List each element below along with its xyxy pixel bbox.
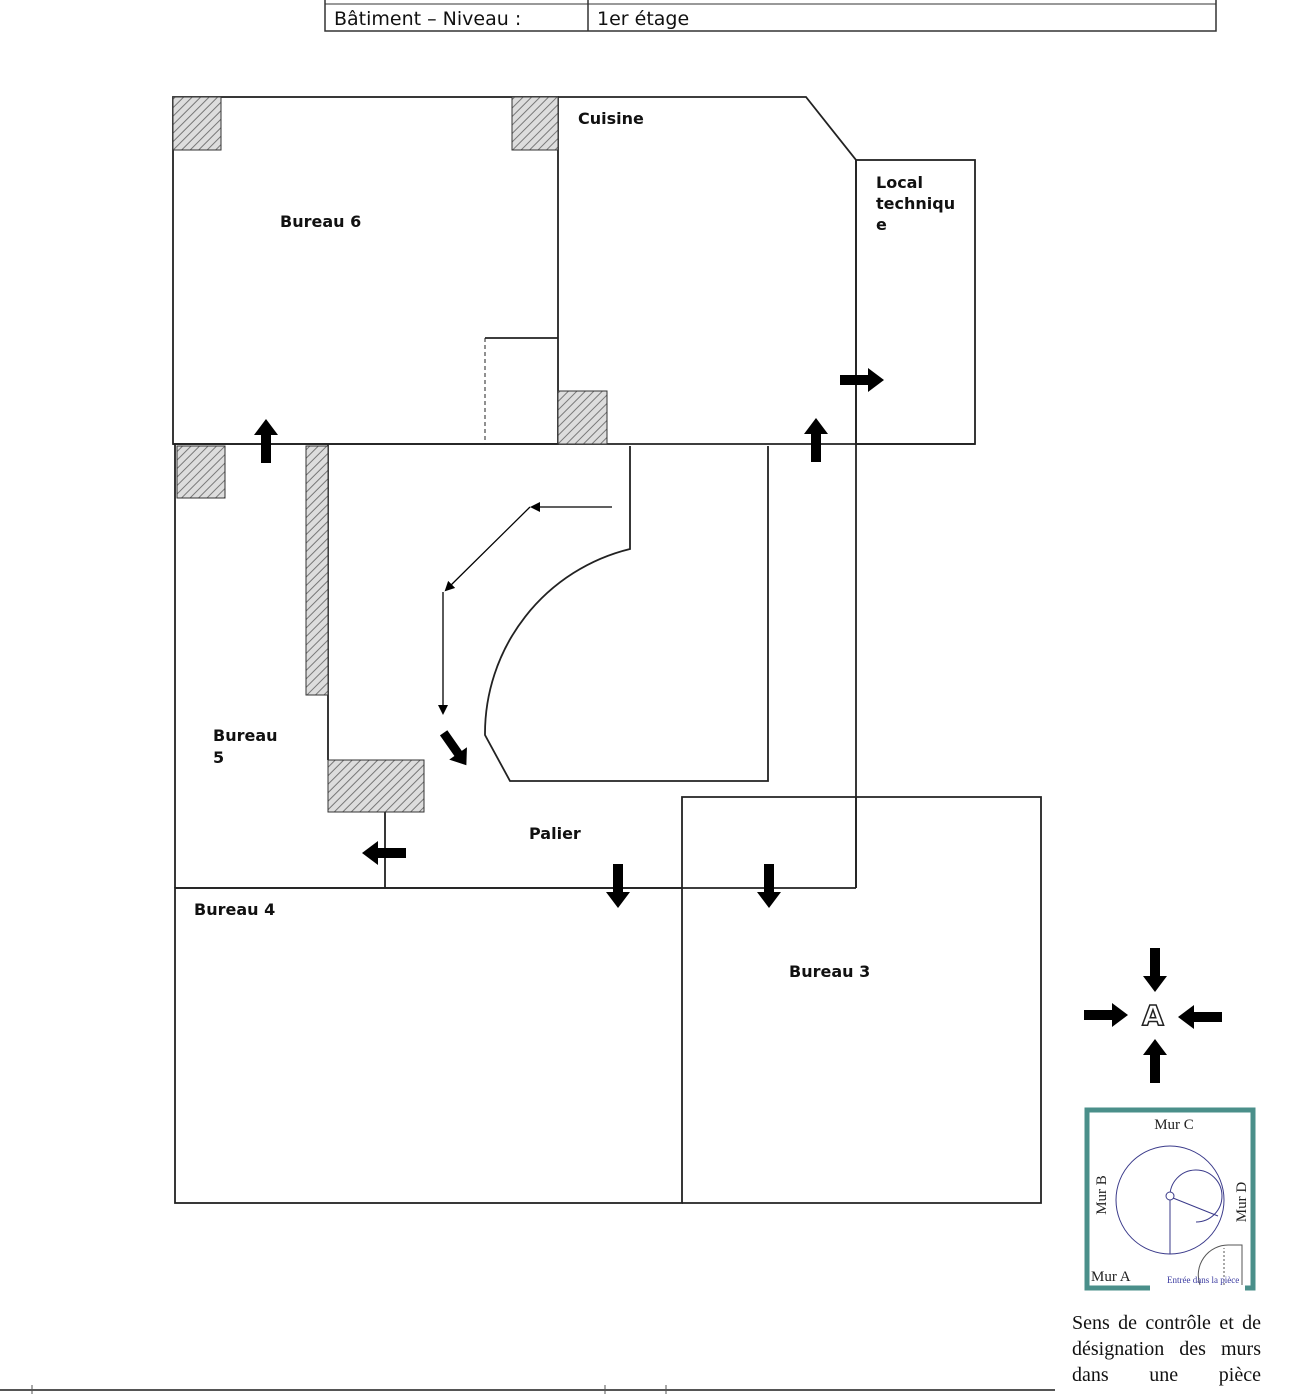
arrow-up-icon — [254, 419, 278, 463]
header-table: Bâtiment – Niveau : 1er étage — [324, 0, 1217, 32]
walls — [172, 96, 1042, 1204]
room-local-technique-1: Local — [876, 173, 923, 192]
room-bureau-5-2: 5 — [213, 748, 224, 767]
arrow-down-icon — [757, 864, 781, 908]
staircase — [484, 446, 769, 782]
room-bureau-5-1: Bureau — [213, 726, 278, 745]
room-bureau-4: Bureau 4 — [194, 900, 275, 919]
header-label: Bâtiment – Niveau : — [334, 8, 521, 30]
legend-mur-b: Mur B — [1094, 1175, 1110, 1215]
room-palier: Palier — [529, 824, 581, 843]
legend-mur-c: Mur C — [1154, 1117, 1194, 1133]
legend-mur-a: Mur A — [1091, 1269, 1131, 1285]
pillars — [172, 96, 608, 813]
compass: A — [1084, 948, 1222, 1083]
room-local-technique-3: e — [876, 215, 887, 234]
room-labels: Bureau 6 Cuisine Local techniqu e Bureau… — [194, 109, 955, 981]
room-bureau-6: Bureau 6 — [280, 212, 361, 231]
room-cuisine: Cuisine — [578, 109, 644, 128]
header-value: 1er étage — [597, 8, 689, 30]
arrow-down-icon — [1143, 948, 1167, 992]
wall-legend: Mur C Mur A Mur B Mur D Entrée dans la p… — [1084, 1107, 1256, 1291]
legend-entree: Entrée dans la pièce — [1167, 1275, 1239, 1285]
room-bureau-3: Bureau 3 — [789, 962, 870, 981]
legend-mur-d: Mur D — [1234, 1182, 1250, 1223]
arrow-up-icon — [804, 418, 828, 462]
room-local-technique-2: techniqu — [876, 194, 955, 213]
legend-caption: Sens de contrôle et de désignation des m… — [1072, 1312, 1261, 1386]
arrow-right-icon — [840, 368, 884, 392]
stair-direction-arrows — [438, 502, 612, 715]
arrow-diagonal-icon — [434, 726, 476, 772]
arrow-down-icon — [606, 864, 630, 908]
arrow-up-icon — [1143, 1039, 1167, 1083]
footer-table — [0, 1385, 1055, 1394]
arrow-left-icon — [1178, 1005, 1222, 1029]
arrow-right-icon — [1084, 1003, 1128, 1027]
compass-letter: A — [1142, 999, 1164, 1032]
arrow-left-icon — [362, 841, 406, 865]
